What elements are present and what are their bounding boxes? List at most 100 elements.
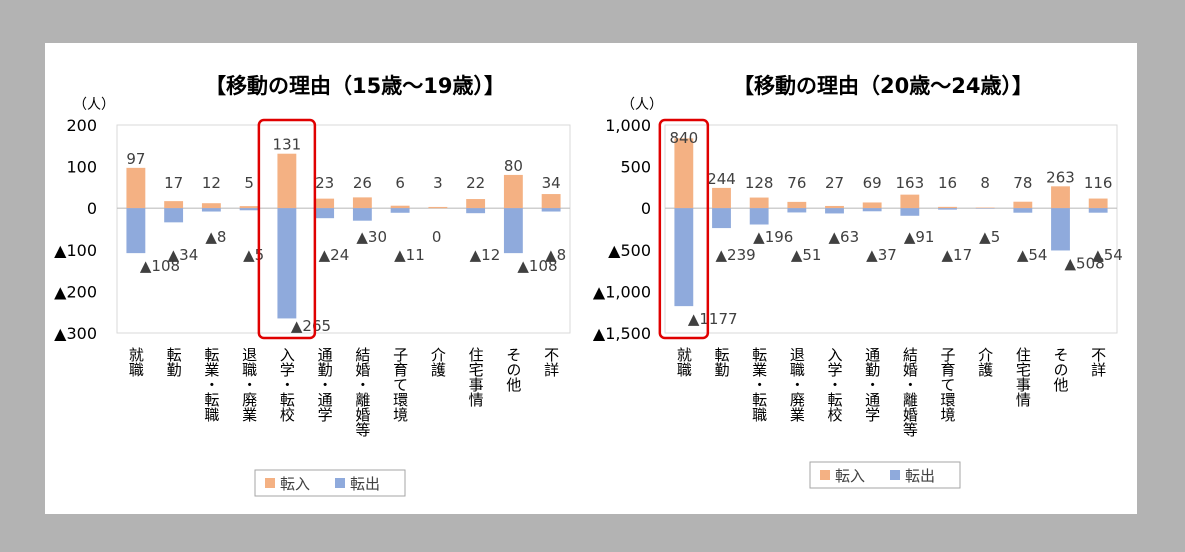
bar-in [541, 194, 561, 209]
bar-out [201, 208, 221, 212]
bar-in [1013, 201, 1033, 209]
category-label: 転業・転職 [750, 347, 768, 422]
category-label: 入学・転校 [826, 347, 844, 422]
bar-out [503, 208, 523, 254]
category-label: 不詳 [1089, 347, 1107, 377]
bar-out [277, 208, 297, 319]
data-label-in: 76 [787, 174, 806, 192]
legend-frame [254, 469, 406, 497]
bar-in [1088, 198, 1108, 209]
bar-out [1088, 208, 1108, 213]
category-label: 子育て環境 [939, 347, 957, 423]
data-label-out: ▲54 [1092, 246, 1123, 264]
chart-title: 【移動の理由（15歳～19歳）】 [205, 74, 505, 98]
plot-frame [664, 124, 1118, 334]
bar-out [749, 208, 769, 225]
y-tick-label: ▲100 [54, 241, 97, 260]
bar-in [126, 167, 146, 209]
bar-out [1013, 208, 1033, 213]
bar-out [862, 208, 882, 212]
bar-in [239, 206, 259, 209]
category-label: 転勤 [713, 347, 731, 378]
bar-in [862, 202, 882, 209]
data-label-out: ▲8 [205, 228, 226, 246]
legend-swatch-in [265, 478, 275, 488]
bar-in [749, 197, 769, 209]
legend-swatch-in [820, 470, 830, 480]
data-label-in: 97 [126, 150, 145, 168]
category-label: 介護 [976, 347, 994, 377]
bar-out [466, 208, 486, 214]
legend-label-in: 転入 [835, 467, 865, 485]
category-label: 退職・廃業 [788, 347, 806, 422]
bar-out [1051, 208, 1070, 251]
y-tick-label: 500 [620, 158, 651, 177]
bar-out [541, 208, 561, 212]
bar-out [352, 208, 372, 221]
data-label-out: ▲30 [356, 228, 387, 246]
chart-title: 【移動の理由（20歳～24歳）】 [733, 74, 1033, 98]
legend-frame [809, 461, 961, 489]
legend-label-out: 転出 [350, 475, 380, 493]
bar-out [900, 208, 920, 216]
legend-swatch-out [890, 470, 900, 480]
data-label-in: 128 [745, 174, 774, 192]
y-tick-label: ▲1,500 [593, 324, 651, 343]
bar-in [712, 187, 731, 209]
data-label-out: ▲63 [829, 228, 860, 246]
bar-out [390, 208, 410, 213]
y-unit-label: （人） [621, 97, 663, 113]
data-label-out: ▲108 [517, 257, 557, 275]
category-label: 介護 [429, 347, 447, 377]
category-label: 結婚・離婚等 [353, 347, 371, 437]
bar-out [674, 208, 694, 307]
data-label-in: 131 [273, 136, 302, 154]
legend-label-in: 転入 [280, 475, 310, 493]
bar-out [787, 208, 807, 213]
data-label-out: ▲196 [753, 228, 793, 246]
category-label: 転業・転職 [202, 347, 220, 422]
data-label-out: ▲54 [1017, 246, 1048, 264]
category-label: 住宅事情 [1014, 347, 1032, 408]
data-label-out: ▲11 [394, 246, 425, 264]
data-label-in: 12 [202, 174, 221, 192]
bar-in [674, 138, 694, 209]
data-label-in: 80 [504, 157, 523, 175]
data-label-out: ▲239 [716, 246, 756, 264]
bar-out [825, 208, 844, 214]
bar-in [900, 194, 920, 209]
data-label-in: 244 [707, 170, 736, 188]
category-label: 通勤・通学 [863, 347, 881, 422]
category-label: 退職・廃業 [240, 347, 258, 422]
bar-in [352, 197, 372, 209]
data-label-in: 3 [433, 174, 443, 192]
y-tick-label: ▲1,000 [593, 282, 651, 301]
legend: 転入 転出 [254, 469, 406, 497]
data-label-out: ▲508 [1065, 254, 1105, 272]
highlight-box [658, 118, 710, 340]
bar-in [164, 201, 184, 209]
data-label-out: ▲5 [979, 228, 1000, 246]
bar-out [239, 208, 259, 211]
data-label-in: 23 [315, 174, 334, 192]
data-label-out: ▲108 [140, 257, 180, 275]
chart-2: 【移動の理由（20歳～24歳）】（人）1,0005000▲500▲1,000▲1… [593, 74, 1123, 489]
legend-swatch-out [335, 478, 345, 488]
category-label: その他 [504, 347, 522, 393]
y-tick-label: 0 [641, 199, 651, 218]
chart-1: 【移動の理由（15歳～19歳）】（人）2001000▲100▲200▲30097… [54, 74, 571, 497]
data-label-out: ▲17 [942, 246, 973, 264]
bar-in [428, 206, 448, 209]
category-label: 通勤・通学 [316, 347, 334, 422]
y-tick-label: 200 [66, 116, 97, 135]
category-label: 住宅事情 [467, 347, 485, 408]
bar-in [466, 199, 486, 209]
data-label-in: 78 [1013, 174, 1032, 192]
data-label-out: ▲8 [545, 246, 566, 264]
data-label-out: ▲24 [319, 246, 350, 264]
bar-in [201, 203, 221, 209]
data-label-in: 16 [938, 174, 957, 192]
y-tick-label: 1,000 [605, 116, 651, 135]
bar-in [503, 174, 523, 209]
